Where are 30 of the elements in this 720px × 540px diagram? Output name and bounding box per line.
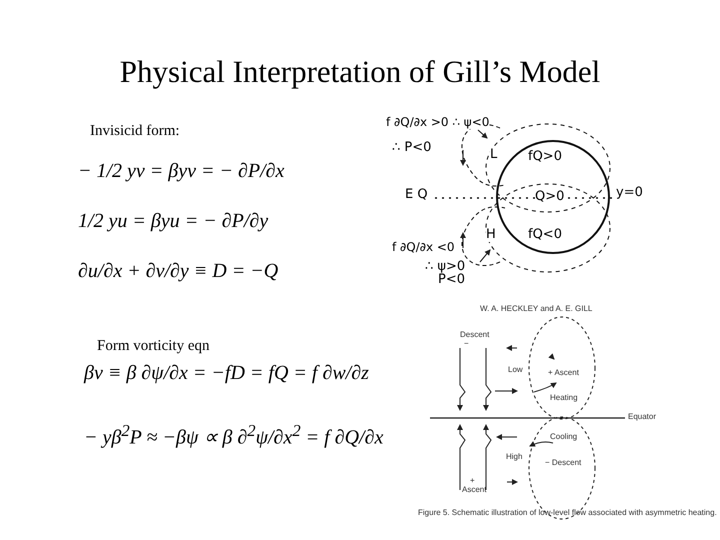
diagram-label: Equator bbox=[628, 413, 656, 422]
diagram-label: − Descent bbox=[545, 459, 582, 468]
sketch-label: f ∂Q/∂x <0 bbox=[392, 241, 455, 254]
diagram-label: Ascent bbox=[462, 486, 486, 495]
sketch-label: Q>0 bbox=[535, 190, 564, 204]
diagram-label: Heating bbox=[550, 394, 578, 403]
sketch-label: fQ<0 bbox=[528, 228, 562, 242]
diagram-label: − bbox=[464, 340, 469, 349]
sketch-label: y=0 bbox=[616, 186, 643, 200]
section-heading: Invisicid form: bbox=[90, 123, 180, 140]
equation: ∂u/∂x + ∂v/∂y ≡ D = −Q bbox=[78, 260, 278, 282]
sketch-label: f ∂Q/∂x >0 ∴ ψ<0 bbox=[386, 116, 490, 130]
equation: 1/2 yu = βyu = − ∂P/∂y bbox=[78, 210, 268, 232]
sketch-label: fQ>0 bbox=[528, 150, 562, 164]
diagram-label: Descent bbox=[460, 331, 490, 340]
figure-caption: Figure 5. Schematic illustration of low-level flow associated with asymmetric heating. bbox=[418, 509, 717, 518]
equation: − yβ$^{2}$P ≈ −βψ ∝ β ∂$^{2}$ψ/∂x$^{2}$ = f ∂Q/∂x bbox=[84, 422, 384, 449]
equation: − 1/2 yv = βyv = − ∂P/∂x bbox=[78, 160, 284, 182]
diagram-label: Low bbox=[508, 366, 523, 375]
diagram-label: High bbox=[506, 453, 522, 462]
section-heading: Form vorticity eqn bbox=[97, 338, 210, 354]
diagram-label: + bbox=[470, 477, 475, 486]
equation: βv ≡ β ∂ψ/∂x = −fD = fQ = f ∂w/∂z bbox=[84, 362, 369, 384]
diagram-label: Cooling bbox=[550, 433, 578, 442]
sketch-label: H bbox=[486, 228, 496, 242]
slide-title: Physical Interpretation of Gill’s Model bbox=[118, 55, 602, 90]
sketch-label: ∴ ψ>0 bbox=[425, 260, 466, 274]
sketch-label: E Q bbox=[405, 188, 428, 202]
diagram-label: + Ascent bbox=[548, 369, 579, 378]
author-line: W. A. HECKLEY and A. E. GILL bbox=[480, 305, 592, 314]
